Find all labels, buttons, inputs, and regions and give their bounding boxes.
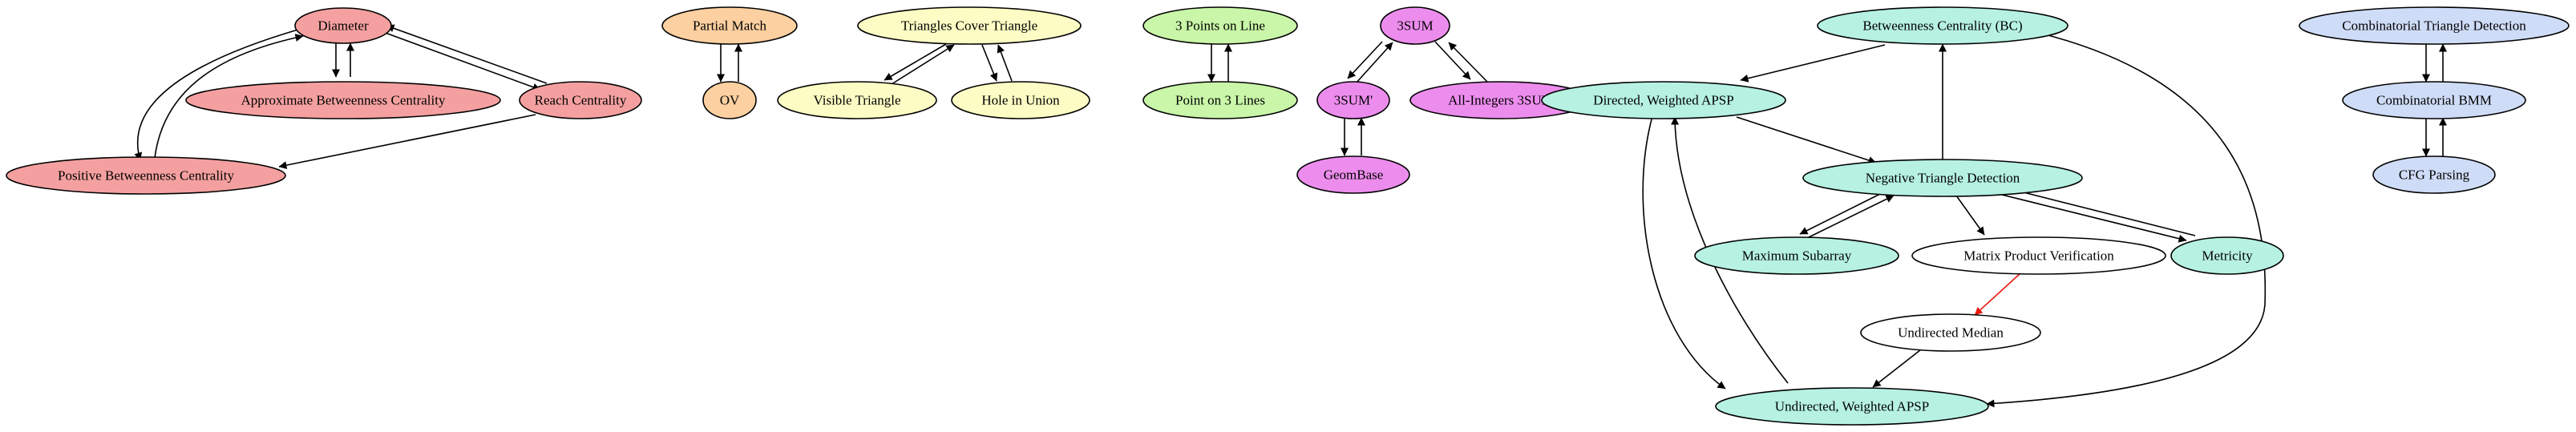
edge-triangles-cover-to-visible-triangle (884, 43, 947, 81)
svg-text:Undirected, Weighted APSP: Undirected, Weighted APSP (1775, 399, 1929, 414)
edge-directed-apsp-to-negative-triangle (1736, 116, 1877, 164)
node-cfg-parsing: CFG Parsing (2372, 155, 2496, 194)
svg-text:All-Integers 3SUM: All-Integers 3SUM (1448, 93, 1554, 108)
node-undirected-weighted-apsp: Undirected, Weighted APSP (1715, 387, 1989, 426)
node-undirected-median: Undirected Median (1860, 313, 2041, 352)
svg-text:Maximum Subarray: Maximum Subarray (1742, 248, 1852, 264)
node-positive-bc: Positive Betweenness Centrality (6, 156, 286, 195)
svg-text:3SUM': 3SUM' (1334, 93, 1373, 108)
edge-bc-to-undirected-apsp (1986, 32, 2267, 408)
svg-text:Hole in Union: Hole in Union (981, 93, 1060, 108)
node-all-integers-3sum: All-Integers 3SUM (1409, 81, 1592, 119)
edge-matrix-product-verification-to-undirected-median (1974, 273, 2021, 316)
node-3sum-prime: 3SUM' (1316, 81, 1390, 119)
node-geombase: GeomBase (1296, 155, 1410, 194)
node-matrix-product-verification: Matrix Product Verification (1911, 236, 2166, 275)
edge-diameter-to-positive-bc (134, 28, 301, 161)
nodes-layer: Diameter Approximate Betweenness Central… (6, 6, 2570, 426)
svg-text:OV: OV (720, 93, 740, 108)
edge-3sum-to-3sum-prime (1347, 41, 1383, 79)
edge-3sum-prime-to-3sum (1355, 42, 1393, 84)
edge-reach-centrality-to-diameter (386, 24, 548, 84)
edge-positive-bc-to-diameter (154, 34, 304, 159)
node-maximum-subarray: Maximum Subarray (1694, 236, 1899, 275)
edge-reach-centrality-to-positive-bc (278, 114, 536, 170)
svg-text:3 Points on Line: 3 Points on Line (1175, 18, 1265, 34)
node-betweenness-centrality: Betweenness Centrality (BC) (1817, 6, 2068, 45)
edge-undirected-median-to-undirected-apsp (1872, 346, 1925, 388)
svg-text:Positive Betweenness Centralit: Positive Betweenness Centrality (58, 168, 235, 184)
node-point-on-3-lines: Point on 3 Lines (1142, 81, 1298, 119)
svg-text:Reach Centrality: Reach Centrality (535, 93, 627, 108)
svg-text:Combinatorial Triangle Detecti: Combinatorial Triangle Detection (2342, 18, 2526, 34)
svg-text:CFG Parsing: CFG Parsing (2399, 168, 2470, 183)
edge-metricity-to-negative-triangle (2000, 184, 2196, 236)
node-visible-triangle: Visible Triangle (777, 81, 937, 119)
node-partial-match: Partial Match (661, 6, 798, 45)
svg-text:Approximate Betweenness Centra: Approximate Betweenness Centrality (241, 93, 446, 108)
edge-all-integers-3sum-to-3sum (1448, 42, 1488, 83)
edge-negative-triangle-to-maximum-subarray (1799, 192, 1884, 235)
node-approx-bc: Approximate Betweenness Centrality (185, 81, 501, 119)
svg-text:Matrix Product Verification: Matrix Product Verification (1963, 248, 2114, 264)
svg-text:Negative Triangle Detection: Negative Triangle Detection (1866, 171, 2020, 186)
node-3-points-on-line: 3 Points on Line (1142, 6, 1298, 45)
node-ov: OV (702, 81, 757, 119)
node-negative-triangle-detection: Negative Triangle Detection (1802, 159, 2083, 197)
edge-3sum-to-all-integers-3sum (1434, 41, 1471, 80)
edge-triangles-cover-to-hole-in-union (981, 44, 998, 82)
svg-text:GeomBase: GeomBase (1324, 168, 1384, 183)
edge-diameter-to-reach-centrality (382, 31, 541, 91)
svg-text:Diameter: Diameter (317, 18, 369, 34)
svg-text:Combinatorial BMM: Combinatorial BMM (2376, 93, 2492, 108)
edge-negative-triangle-to-metricity (1992, 192, 2187, 243)
svg-text:Visible Triangle: Visible Triangle (813, 93, 900, 108)
svg-text:Betweenness Centrality (BC): Betweenness Centrality (BC) (1862, 18, 2022, 34)
svg-text:Undirected Median: Undirected Median (1898, 325, 2004, 341)
edge-maximum-subarray-to-negative-triangle (1808, 195, 1895, 238)
svg-text:3SUM: 3SUM (1397, 18, 1433, 34)
node-diameter: Diameter (294, 7, 392, 44)
edge-directed-apsp-to-undirected-apsp (1642, 115, 1726, 390)
node-metricity: Metricity (2170, 236, 2284, 275)
svg-text:Triangles Cover Triangle: Triangles Cover Triangle (901, 18, 1037, 34)
svg-text:Metricity: Metricity (2202, 248, 2253, 264)
edge-negative-triangle-to-matrix-product-verification (1955, 195, 1985, 236)
svg-text:Point on 3 Lines: Point on 3 Lines (1175, 93, 1265, 108)
svg-text:Partial Match: Partial Match (693, 18, 767, 34)
node-reach-centrality: Reach Centrality (519, 81, 642, 119)
edge-hole-in-union-to-triangles-cover (997, 44, 1013, 82)
node-triangles-cover-triangle: Triangles Cover Triangle (857, 6, 1082, 45)
node-combinatorial-bmm: Combinatorial BMM (2342, 81, 2526, 119)
node-directed-weighted-apsp: Directed, Weighted APSP (1541, 81, 1786, 119)
node-3sum: 3SUM (1380, 6, 1450, 45)
edge-bc-to-directed-apsp (1740, 44, 1886, 83)
node-hole-in-union: Hole in Union (951, 81, 1090, 119)
edge-visible-triangle-to-triangles-cover (891, 44, 955, 85)
svg-text:Directed, Weighted APSP: Directed, Weighted APSP (1593, 93, 1733, 108)
node-combinatorial-triangle-detection: Combinatorial Triangle Detection (2299, 6, 2570, 45)
edges-layer (134, 24, 2447, 408)
